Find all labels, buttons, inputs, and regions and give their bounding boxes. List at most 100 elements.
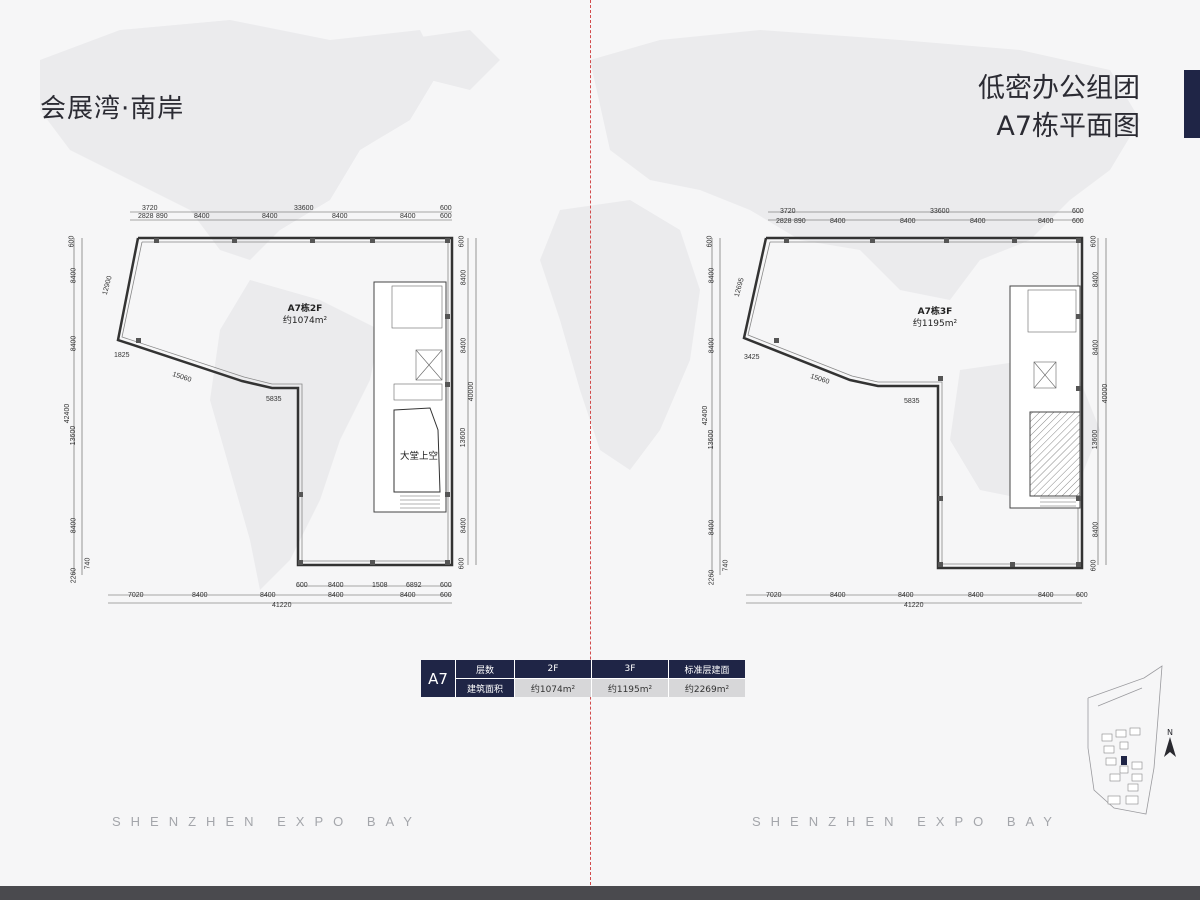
dim-diag-4: 5835 bbox=[904, 398, 920, 405]
dim-right-total: 40000 bbox=[468, 381, 476, 402]
dim-diag-2: 3425 bbox=[744, 354, 760, 361]
dim-top2-6: 8400 bbox=[400, 213, 416, 220]
footer-brand-left: SHENZHEN EXPO BAY bbox=[112, 814, 422, 829]
dim-top2-2: 890 bbox=[156, 213, 168, 220]
dim-top-2: 33600 bbox=[294, 205, 314, 212]
dim-left-1: 600 bbox=[68, 235, 76, 248]
dim-right-2: 8400 bbox=[1092, 271, 1100, 288]
table-col-2f: 2F bbox=[514, 660, 592, 679]
dim-bottom2-1: 7020 bbox=[766, 592, 782, 599]
dim-right-4: 13600 bbox=[460, 427, 468, 448]
dim-top2-7: 600 bbox=[1072, 218, 1084, 225]
dim-bottom2-5: 8400 bbox=[1038, 592, 1054, 599]
dim-left-6: 740 bbox=[722, 559, 730, 572]
floor-plan-3f-name: A7栋3F bbox=[917, 307, 953, 317]
dim-right-3: 8400 bbox=[460, 337, 468, 354]
dim-top2-3: 8400 bbox=[830, 218, 846, 225]
dim-left-7: 2260 bbox=[70, 567, 78, 584]
dim-bottom2-2: 8400 bbox=[192, 592, 208, 599]
dim-bottom2-3: 8400 bbox=[898, 592, 914, 599]
dim-left-5: 8400 bbox=[70, 517, 78, 534]
dim-left-4: 13600 bbox=[708, 429, 716, 450]
dim-top2-4: 8400 bbox=[900, 218, 916, 225]
floor-plan-2f-name: A7栋2F bbox=[287, 304, 323, 314]
floor-plan-3f-label: A7栋3F 约1195m² bbox=[900, 306, 970, 330]
building-code: A7 bbox=[421, 660, 456, 697]
footer-brand-right: SHENZHEN EXPO BAY bbox=[752, 814, 1062, 829]
dim-right-5: 8400 bbox=[1092, 521, 1100, 538]
dim-left-2: 8400 bbox=[70, 267, 78, 284]
floor-plan-2f: A7栋2F 约1074m² 大堂上空 3720 33600 600 2828 8… bbox=[60, 200, 480, 620]
site-key-map bbox=[1087, 665, 1163, 815]
dim-bottom-total: 41220 bbox=[272, 602, 292, 609]
edge-tab bbox=[1184, 70, 1200, 138]
table-col-standard: 标准层建面 bbox=[668, 660, 745, 679]
lobby-void-label: 大堂上空 bbox=[400, 451, 439, 462]
area-table: A7 层数 2F 3F 标准层建面 建筑面积 约1074m² 约1195m² 约… bbox=[421, 660, 745, 697]
dim-top-3: 600 bbox=[440, 205, 452, 212]
north-arrow: N bbox=[1160, 728, 1180, 761]
dim-left-3: 8400 bbox=[708, 337, 716, 354]
dim-right-3: 8400 bbox=[1092, 339, 1100, 356]
dim-bottom-total: 41220 bbox=[904, 602, 924, 609]
dim-bottom2-4: 8400 bbox=[328, 592, 344, 599]
table-row-label: 建筑面积 bbox=[455, 678, 515, 697]
dim-bottom2-4: 8400 bbox=[968, 592, 984, 599]
floor-plan-2f-area: 约1074m² bbox=[282, 316, 328, 326]
dim-top-1: 3720 bbox=[780, 208, 796, 215]
dim-diag-2: 1825 bbox=[114, 352, 130, 359]
dim-bottom1-1: 600 bbox=[296, 582, 308, 589]
dim-right-total: 40000 bbox=[1102, 383, 1110, 404]
table-value-2f: 约1074m² bbox=[514, 678, 592, 697]
dim-right-2: 8400 bbox=[460, 269, 468, 286]
dim-top2-4: 8400 bbox=[262, 213, 278, 220]
table-header-floors: 层数 bbox=[455, 660, 515, 679]
dim-left-4: 13600 bbox=[70, 425, 78, 446]
dim-left-3: 8400 bbox=[70, 335, 78, 352]
north-arrow-icon bbox=[1164, 737, 1176, 757]
floor-plan-2f-drawing bbox=[73, 211, 477, 604]
dim-top2-5: 8400 bbox=[970, 218, 986, 225]
dim-bottom1-3: 1508 bbox=[372, 582, 388, 589]
dim-bottom2-1: 7020 bbox=[128, 592, 144, 599]
floor-plan-3f-drawing bbox=[711, 211, 1107, 604]
dim-right-1: 600 bbox=[1090, 235, 1098, 248]
dim-top2-5: 8400 bbox=[332, 213, 348, 220]
key-map-highlight bbox=[1121, 756, 1127, 765]
bottom-strip bbox=[0, 886, 1200, 900]
dim-bottom2-6: 600 bbox=[1076, 592, 1088, 599]
dim-top2-2: 890 bbox=[794, 218, 806, 225]
dim-left-6: 740 bbox=[84, 557, 92, 570]
dim-bottom2-2: 8400 bbox=[830, 592, 846, 599]
dim-bottom2-6: 600 bbox=[440, 592, 452, 599]
floor-plan-2f-label: A7栋2F 约1074m² bbox=[270, 303, 340, 327]
center-fold-line bbox=[590, 0, 591, 890]
page-title-line1: 低密办公组团 bbox=[978, 73, 1140, 104]
dim-top2-1: 2828 bbox=[138, 213, 154, 220]
project-title: 会展湾·南岸 bbox=[40, 94, 185, 124]
dim-top2-7: 600 bbox=[440, 213, 452, 220]
dim-right-4: 13600 bbox=[1092, 429, 1100, 450]
dim-left-total: 42400 bbox=[702, 405, 710, 426]
north-label: N bbox=[1167, 728, 1173, 737]
dim-left-7: 2260 bbox=[708, 569, 716, 586]
dim-bottom2-3: 8400 bbox=[260, 592, 276, 599]
dim-bottom1-5: 600 bbox=[440, 582, 452, 589]
dim-left-total: 42400 bbox=[64, 403, 72, 424]
dim-top2-3: 8400 bbox=[194, 213, 210, 220]
dim-bottom1-4: 6892 bbox=[406, 582, 422, 589]
dim-bottom2-5: 8400 bbox=[400, 592, 416, 599]
dim-diag-4: 5835 bbox=[266, 396, 282, 403]
dim-right-6: 600 bbox=[458, 557, 466, 570]
dim-left-1: 600 bbox=[706, 235, 714, 248]
floor-plan-3f-area: 约1195m² bbox=[912, 319, 958, 329]
table-value-standard: 约2269m² bbox=[668, 678, 745, 697]
dim-top2-6: 8400 bbox=[1038, 218, 1054, 225]
dim-right-6: 600 bbox=[1090, 559, 1098, 572]
page-title-line2: A7栋平面图 bbox=[996, 111, 1140, 142]
dim-bottom1-2: 8400 bbox=[328, 582, 344, 589]
table-value-3f: 约1195m² bbox=[591, 678, 669, 697]
dim-right-1: 600 bbox=[458, 235, 466, 248]
dim-top-2: 33600 bbox=[930, 208, 950, 215]
